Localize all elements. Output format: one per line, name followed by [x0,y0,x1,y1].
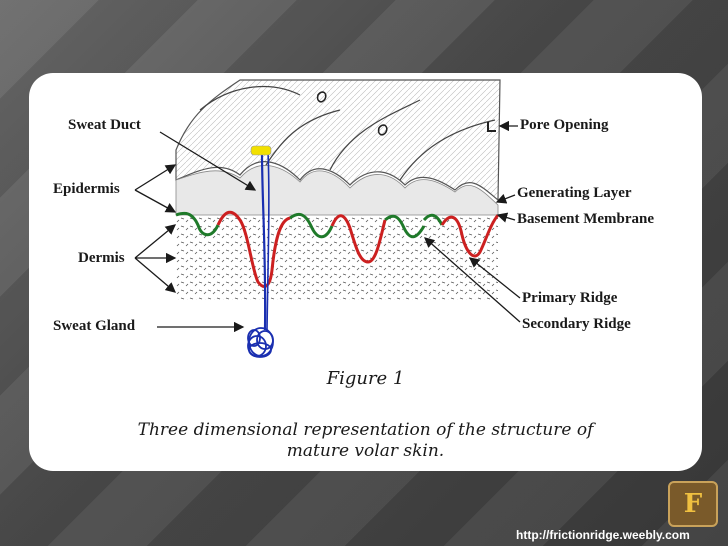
caption-line-1: Three dimensional representation of the … [137,420,594,440]
epidermis-surface [175,79,501,202]
label-dermis: Dermis [78,250,125,266]
label-generating-layer: Generating Layer [517,185,632,201]
site-logo[interactable]: F [668,481,718,527]
pore-glyph-1 [316,91,327,103]
label-basement-membrane: Basement Membrane [517,211,655,227]
sweat-duct-line [260,151,267,331]
label-epidermis: Epidermis [53,181,120,197]
primary-ridge-line [216,210,500,288]
pore-marker [250,145,272,156]
dermis-layer [176,215,498,300]
epidermis-layer [175,165,499,216]
sweat-gland-coil [247,327,274,358]
basement-membrane-line [175,211,444,239]
pore-glyph-3 [487,122,496,132]
figure-title: Figure 1 [326,368,405,389]
caption-line-2: mature volar skin. [286,441,445,461]
label-sweat-duct: Sweat Duct [68,117,141,133]
label-secondary-ridge: Secondary Ridge [522,316,631,332]
pore-glyph-2 [377,124,388,136]
site-url-link[interactable]: http://frictionridge.weebly.com [516,528,690,542]
label-sweat-gland: Sweat Gland [53,318,136,334]
ridge-contour-1 [199,85,496,181]
sweat-duct-line-2 [266,151,270,331]
label-primary-ridge: Primary Ridge [522,290,618,306]
logo-letter: F [683,489,703,519]
pointer-arrows [134,120,521,333]
label-pore-opening: Pore Opening [520,117,609,133]
figure-caption: Three dimensional representation of the … [29,420,702,462]
